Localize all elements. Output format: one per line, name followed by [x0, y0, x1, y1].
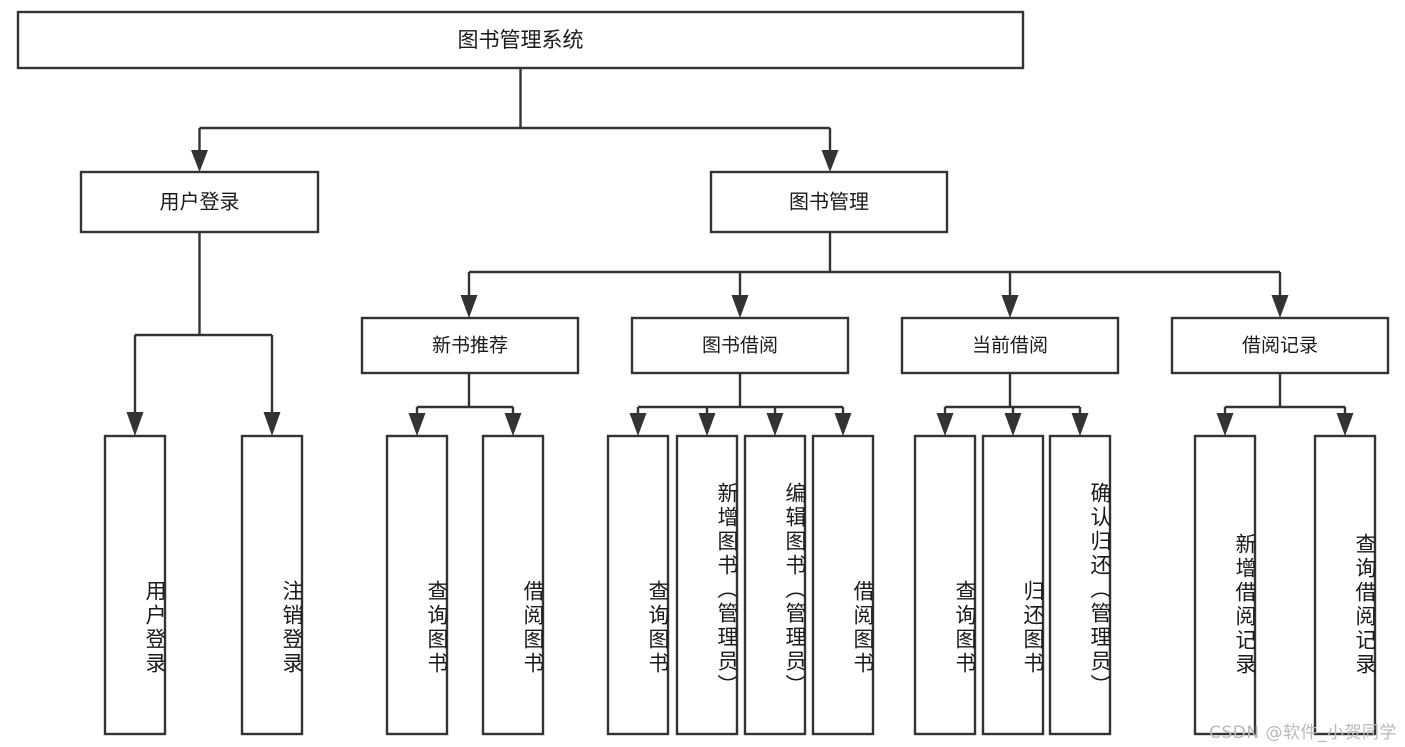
node-root-label: 图书管理系统 [458, 28, 584, 52]
arrow-head-leaf-add-book-admin [698, 413, 716, 436]
node-book-manage-label: 图书管理 [789, 190, 869, 214]
node-user-login-box[interactable] [79, 170, 320, 234]
arrow-head-leaf-query-book-3 [936, 413, 954, 436]
arrow-head-leaf-user-login [126, 412, 144, 436]
node-current-borrow[interactable]: 当前借阅 [900, 316, 1120, 375]
arrow-head-leaf-query-book-1 [408, 413, 426, 436]
csdn-watermark: CSDN @软件_小贺同学 [1209, 723, 1397, 743]
leaf-box-query-book-2[interactable] [606, 434, 670, 736]
arrow-head-leaf-return-book [1004, 413, 1022, 436]
node-borrow-record-box[interactable] [1170, 316, 1390, 375]
leaf-box-add-borrow-record[interactable] [1193, 434, 1257, 736]
node-book-borrow[interactable]: 图书借阅 [630, 316, 850, 375]
arrow-head-leaf-borrow-book-1 [504, 413, 522, 436]
arrow-head-book-borrow [731, 295, 749, 318]
leaf-box-borrow-book-1[interactable] [481, 434, 545, 736]
leaf-box-logout-login[interactable] [240, 434, 304, 736]
node-new-book-recommend[interactable]: 新书推荐 [360, 316, 580, 375]
leaf-box-query-book-3[interactable] [913, 434, 977, 736]
connector-group [126, 68, 1354, 436]
node-new-book-recommend-box[interactable] [360, 316, 580, 375]
arrow-head-leaf-edit-book-admin [766, 413, 784, 436]
node-user-login[interactable]: 用户登录 [79, 170, 320, 234]
arrow-head-current-borrow [1001, 295, 1019, 318]
arrow-head-borrow-record [1271, 295, 1289, 318]
arrow-head-leaf-confirm-return-admin [1071, 413, 1089, 436]
leaf-box-query-book-1[interactable] [385, 434, 449, 736]
node-current-borrow-box[interactable] [900, 316, 1120, 375]
leaf-box-edit-book-admin[interactable] [743, 434, 807, 736]
leaf-box-query-borrow-record[interactable] [1313, 434, 1377, 736]
node-book-borrow-box[interactable] [630, 316, 850, 375]
node-borrow-record-label: 借阅记录 [1242, 335, 1318, 357]
node-root[interactable]: 图书管理系统 [16, 10, 1025, 70]
node-user-login-label: 用户登录 [160, 190, 240, 214]
leaf-box-group [103, 434, 1377, 736]
leaf-box-add-book-admin[interactable] [675, 434, 739, 736]
arrow-head-leaf-logout-login [263, 412, 281, 436]
node-book-manage-box[interactable] [709, 170, 949, 234]
arrow-head-user-login [191, 150, 208, 172]
arrow-head-new-book-recommend [460, 295, 478, 318]
arrow-head-leaf-add-borrow-record [1216, 413, 1234, 436]
arrow-head-leaf-borrow-book-2 [834, 413, 852, 436]
node-book-manage[interactable]: 图书管理 [709, 170, 949, 234]
leaf-box-return-book[interactable] [981, 434, 1045, 736]
leaf-box-user-login[interactable] [103, 434, 167, 736]
node-borrow-record[interactable]: 借阅记录 [1170, 316, 1390, 375]
leaf-box-borrow-book-2[interactable] [811, 434, 875, 736]
node-current-borrow-label: 当前借阅 [972, 335, 1048, 357]
node-root-box[interactable] [16, 10, 1025, 70]
node-book-borrow-label: 图书借阅 [702, 335, 778, 357]
node-new-book-recommend-label: 新书推荐 [432, 335, 508, 357]
leaf-box-confirm-return-admin[interactable] [1048, 434, 1112, 736]
arrow-head-leaf-query-borrow-record [1336, 413, 1354, 436]
arrow-head-leaf-query-book-2 [629, 413, 647, 436]
arrow-head-book-manage [821, 150, 839, 172]
